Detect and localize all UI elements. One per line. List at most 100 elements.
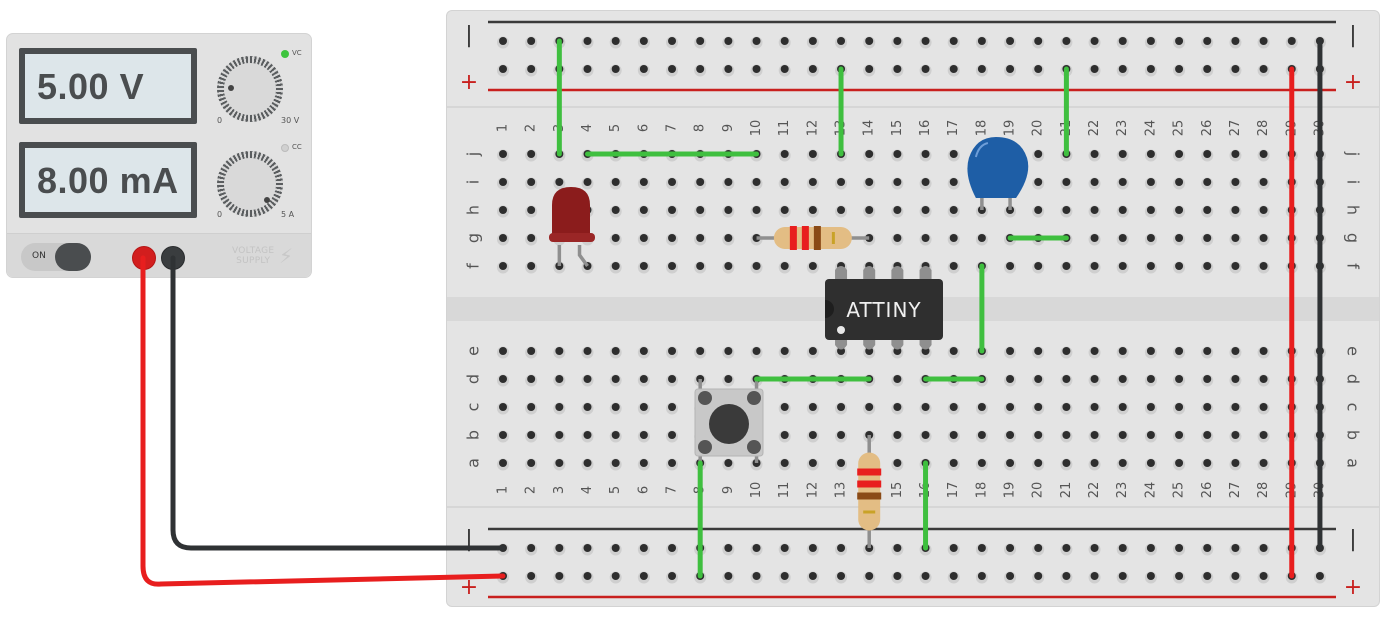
breadboard-hole[interactable] xyxy=(1146,178,1155,186)
breadboard-hole[interactable] xyxy=(893,431,902,439)
breadboard-hole[interactable] xyxy=(1118,375,1127,383)
breadboard-hole[interactable] xyxy=(921,206,930,214)
breadboard-hole[interactable] xyxy=(1062,347,1071,355)
breadboard-hole[interactable] xyxy=(724,262,733,270)
breadboard-hole[interactable] xyxy=(499,431,507,439)
breadboard-hole[interactable] xyxy=(1146,150,1155,158)
breadboard-hole[interactable] xyxy=(893,150,902,158)
breadboard-hole[interactable] xyxy=(780,347,789,355)
breadboard-hole[interactable] xyxy=(977,544,986,552)
breadboard-hole[interactable] xyxy=(1006,65,1015,73)
breadboard-hole[interactable] xyxy=(527,150,536,158)
breadboard-hole[interactable] xyxy=(499,37,507,45)
breadboard-hole[interactable] xyxy=(1118,459,1127,467)
breadboard-hole[interactable] xyxy=(1062,37,1071,45)
breadboard-hole[interactable] xyxy=(1090,262,1099,270)
breadboard-hole[interactable] xyxy=(1231,375,1240,383)
breadboard-hole[interactable] xyxy=(949,572,958,580)
breadboard-hole[interactable] xyxy=(499,234,507,242)
breadboard-hole[interactable] xyxy=(1090,234,1099,242)
breadboard-hole[interactable] xyxy=(499,375,507,383)
breadboard-hole[interactable] xyxy=(752,347,761,355)
breadboard-hole[interactable] xyxy=(1034,403,1043,411)
breadboard-hole[interactable] xyxy=(893,459,902,467)
breadboard-hole[interactable] xyxy=(555,459,564,467)
breadboard-hole[interactable] xyxy=(1034,262,1043,270)
breadboard-hole[interactable] xyxy=(668,234,677,242)
breadboard-hole[interactable] xyxy=(1034,375,1043,383)
breadboard-hole[interactable] xyxy=(1175,375,1184,383)
breadboard-hole[interactable] xyxy=(1118,234,1127,242)
breadboard-hole[interactable] xyxy=(499,206,507,214)
breadboard-hole[interactable] xyxy=(527,37,536,45)
breadboard-hole[interactable] xyxy=(724,572,733,580)
breadboard-hole[interactable] xyxy=(752,262,761,270)
breadboard-hole[interactable] xyxy=(583,572,592,580)
breadboard-hole[interactable] xyxy=(1146,262,1155,270)
breadboard-hole[interactable] xyxy=(1203,234,1212,242)
breadboard-hole[interactable] xyxy=(780,65,789,73)
breadboard-hole[interactable] xyxy=(921,403,930,411)
current-knob[interactable] xyxy=(217,151,283,217)
breadboard-hole[interactable] xyxy=(668,178,677,186)
breadboard-hole[interactable] xyxy=(1231,262,1240,270)
breadboard-hole[interactable] xyxy=(1259,234,1268,242)
breadboard-hole[interactable] xyxy=(1062,572,1071,580)
breadboard-hole[interactable] xyxy=(1006,544,1015,552)
breadboard-hole[interactable] xyxy=(1146,234,1155,242)
breadboard-hole[interactable] xyxy=(780,150,789,158)
breadboard-hole[interactable] xyxy=(611,262,620,270)
breadboard-hole[interactable] xyxy=(865,572,874,580)
wire-psu-positive[interactable] xyxy=(140,255,506,587)
wire-psu-negative[interactable] xyxy=(170,255,506,551)
breadboard-hole[interactable] xyxy=(893,375,902,383)
breadboard-hole[interactable] xyxy=(837,206,846,214)
resistor-horizontal[interactable] xyxy=(756,226,870,250)
attiny-chip[interactable]: ATTINY xyxy=(825,266,943,350)
breadboard-hole[interactable] xyxy=(527,234,536,242)
breadboard-hole[interactable] xyxy=(611,37,620,45)
breadboard-hole[interactable] xyxy=(1118,37,1127,45)
breadboard-hole[interactable] xyxy=(1231,459,1240,467)
breadboard-hole[interactable] xyxy=(1259,431,1268,439)
breadboard-hole[interactable] xyxy=(1259,572,1268,580)
breadboard-hole[interactable] xyxy=(780,37,789,45)
breadboard-hole[interactable] xyxy=(921,431,930,439)
breadboard-hole[interactable] xyxy=(837,37,846,45)
breadboard-hole[interactable] xyxy=(1146,37,1155,45)
breadboard-hole[interactable] xyxy=(893,65,902,73)
breadboard-hole[interactable] xyxy=(780,544,789,552)
breadboard-hole[interactable] xyxy=(611,206,620,214)
breadboard-hole[interactable] xyxy=(527,403,536,411)
breadboard-hole[interactable] xyxy=(949,234,958,242)
breadboard-hole[interactable] xyxy=(1203,375,1212,383)
breadboard-hole[interactable] xyxy=(668,431,677,439)
breadboard-hole[interactable] xyxy=(1062,262,1071,270)
breadboard-hole[interactable] xyxy=(1034,178,1043,186)
breadboard-hole[interactable] xyxy=(808,37,817,45)
breadboard-hole[interactable] xyxy=(1175,347,1184,355)
breadboard-hole[interactable] xyxy=(808,459,817,467)
breadboard-hole[interactable] xyxy=(1203,150,1212,158)
breadboard-hole[interactable] xyxy=(555,178,564,186)
breadboard-hole[interactable] xyxy=(1062,431,1071,439)
breadboard-hole[interactable] xyxy=(1203,206,1212,214)
breadboard-hole[interactable] xyxy=(1203,403,1212,411)
breadboard-hole[interactable] xyxy=(1231,178,1240,186)
breadboard-hole[interactable] xyxy=(1175,544,1184,552)
breadboard-hole[interactable] xyxy=(1175,459,1184,467)
led[interactable] xyxy=(549,187,595,268)
breadboard-hole[interactable] xyxy=(1034,572,1043,580)
breadboard-hole[interactable] xyxy=(555,375,564,383)
breadboard-hole[interactable] xyxy=(1175,150,1184,158)
breadboard-hole[interactable] xyxy=(668,37,677,45)
breadboard-hole[interactable] xyxy=(1259,544,1268,552)
breadboard-hole[interactable] xyxy=(696,37,705,45)
breadboard-hole[interactable] xyxy=(949,37,958,45)
breadboard-hole[interactable] xyxy=(583,178,592,186)
breadboard-hole[interactable] xyxy=(949,347,958,355)
breadboard-hole[interactable] xyxy=(499,178,507,186)
breadboard-hole[interactable] xyxy=(752,206,761,214)
breadboard-hole[interactable] xyxy=(1259,150,1268,158)
breadboard-hole[interactable] xyxy=(527,206,536,214)
